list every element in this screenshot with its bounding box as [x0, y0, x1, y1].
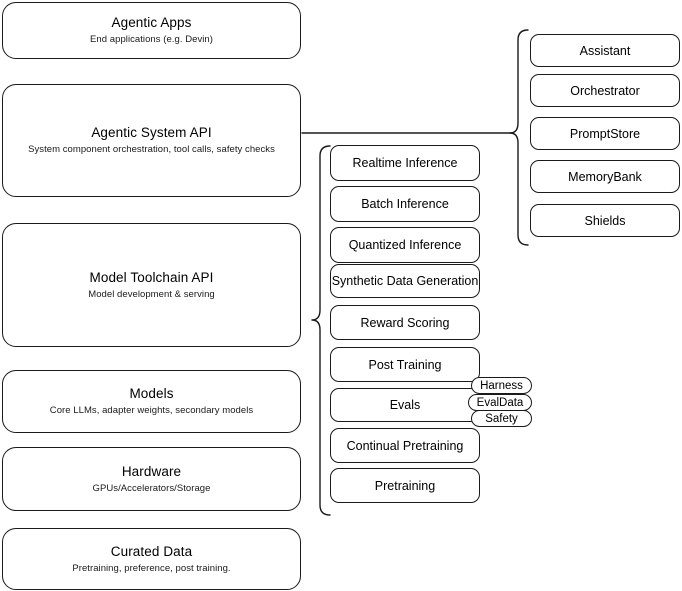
layer-title: Agentic Apps — [111, 15, 192, 30]
layer-subtitle: Core LLMs, adapter weights, secondary mo… — [49, 405, 254, 416]
toolchain-item-continual-pretraining[interactable]: Continual Pretraining — [330, 428, 480, 463]
stack-layer-models[interactable]: Models Core LLMs, adapter weights, secon… — [2, 370, 301, 433]
right-brace — [509, 29, 529, 246]
stack-layer-model-toolchain-api[interactable]: Model Toolchain API Model development & … — [2, 223, 301, 347]
layer-subtitle: GPUs/Accelerators/Storage — [92, 482, 211, 494]
left-brace — [311, 145, 331, 516]
toolchain-item-pretraining[interactable]: Pretraining — [330, 468, 480, 503]
system-item-memorybank[interactable]: MemoryBank — [530, 160, 680, 193]
system-item-orchestrator[interactable]: Orchestrator — [530, 74, 680, 107]
eval-badge-evaldata[interactable]: EvalData — [468, 394, 532, 411]
layer-subtitle: System component orchestration, tool cal… — [28, 144, 275, 155]
layer-title: Agentic System API — [91, 125, 212, 140]
toolchain-item-synthetic-data-generation[interactable]: Synthetic Data Generation — [330, 264, 480, 298]
eval-badge-safety[interactable]: Safety — [471, 410, 532, 427]
stack-layer-curated-data[interactable]: Curated Data Pretraining, preference, po… — [2, 528, 301, 590]
stack-layer-agentic-apps[interactable]: Agentic Apps End applications (e.g. Devi… — [2, 2, 301, 59]
toolchain-item-evals[interactable]: Evals — [330, 388, 480, 422]
layer-title: Models — [129, 386, 174, 401]
system-item-shields[interactable]: Shields — [530, 204, 680, 237]
toolchain-item-quantized-inference[interactable]: Quantized Inference — [330, 227, 480, 263]
eval-badge-harness[interactable]: Harness — [471, 377, 532, 394]
system-item-assistant[interactable]: Assistant — [530, 34, 680, 67]
layer-title: Curated Data — [110, 543, 193, 559]
toolchain-item-batch-inference[interactable]: Batch Inference — [330, 186, 480, 222]
layer-subtitle: End applications (e.g. Devin) — [90, 34, 213, 45]
toolchain-item-reward-scoring[interactable]: Reward Scoring — [330, 305, 480, 340]
layer-subtitle: Model development & serving — [88, 288, 215, 300]
stack-layer-hardware[interactable]: Hardware GPUs/Accelerators/Storage — [2, 447, 301, 511]
layer-title: Hardware — [121, 463, 182, 479]
stack-layer-agentic-system-api[interactable]: Agentic System API System component orch… — [2, 84, 301, 197]
toolchain-item-realtime-inference[interactable]: Realtime Inference — [330, 145, 480, 181]
layer-subtitle: Pretraining, preference, post training. — [72, 562, 231, 574]
toolchain-item-post-training[interactable]: Post Training — [330, 347, 480, 382]
layer-title: Model Toolchain API — [89, 269, 214, 285]
system-item-promptstore[interactable]: PromptStore — [530, 117, 680, 150]
